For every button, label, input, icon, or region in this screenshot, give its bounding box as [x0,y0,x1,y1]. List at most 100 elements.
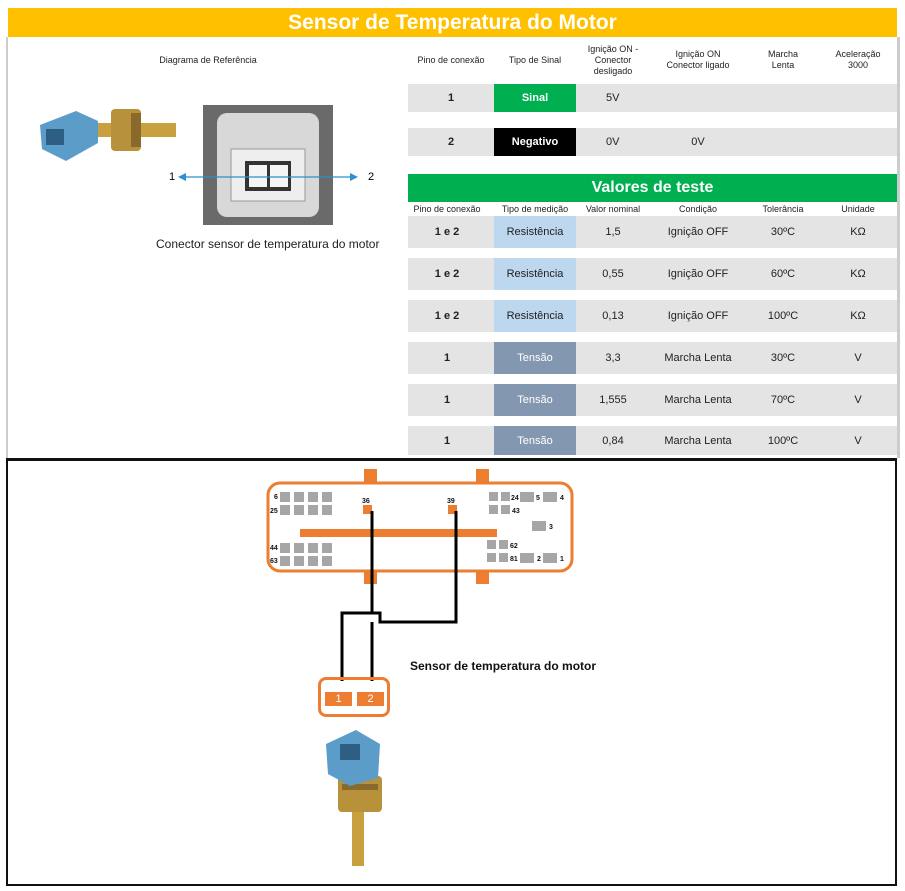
reference-diagram: 1 2 Conector sensor de temperatura do mo… [8,83,408,456]
pin-label: 6 [274,494,278,501]
pin-label: 24 [511,495,519,502]
sensor-connector: 1 2 [318,677,390,717]
condition-cell: Ignição OFF [667,268,729,280]
pin-cell: 1 e 2 [434,310,460,322]
signal-type-badge: Sinal [494,84,576,112]
wires [340,511,458,681]
unit-cell: KΩ [850,310,866,322]
pin-cell: 1 [443,434,451,447]
pin-label: 36 [362,498,370,505]
pin-cell: 1 [443,394,451,406]
tolerance-cell: 100ºC [767,434,799,447]
pin-label: 44 [270,545,278,552]
pin-label: 5 [536,495,540,502]
frame-border [6,37,8,458]
frame-border [897,37,900,458]
test-col-header: Unidade [841,204,875,214]
reference-caption: Conector sensor de temperatura do motor [156,237,380,251]
col-header: Ignição ON Conector ligado [666,49,730,70]
sensor-photo [326,730,382,866]
tolerance-cell: 100ºC [767,310,799,322]
value-cell [826,84,890,112]
test-col-header: Tipo de medição [501,204,569,214]
test-row: 1 Tensão 0,84 Marcha Lenta 100ºC V [408,426,897,455]
col-header: Tipo de Sinal [508,54,562,65]
value-cell [658,84,738,112]
condition-cell: Marcha Lenta [664,394,732,406]
test-col-header: Pino de conexão [413,204,481,214]
nominal-cell: 1,5 [605,226,621,238]
page-title: Sensor de Temperatura do Motor [8,8,897,37]
signal-row: 2 Negativo 0V 0V [408,128,897,156]
measurement-type-badge: Tensão [494,426,576,455]
tolerance-cell: 30ºC [770,352,796,364]
condition-cell: Ignição OFF [667,226,729,238]
condition-cell: Marcha Lenta [664,434,732,447]
pin-label: 25 [270,508,278,515]
unit-cell: KΩ [850,226,866,238]
pin-cell: 1 e 2 [434,226,460,238]
unit-cell: V [854,352,862,364]
tolerance-cell: 30ºC [770,226,796,238]
measurement-type-badge: Resistência [494,216,576,248]
measurement-type-badge: Resistência [494,258,576,290]
pin-cell: 1 [447,92,455,104]
pin-label: 39 [447,498,455,505]
sensor-photo [40,109,176,161]
pin-label: 81 [510,556,518,563]
test-col-header: Valor nominal [585,204,641,214]
tolerance-cell: 60ºC [770,268,796,280]
test-col-header: Condição [678,204,718,214]
value-cell: 0V [691,136,705,148]
col-header: Ignição ON - Conector desligado [587,43,639,76]
signal-type-badge: Negativo [494,128,576,156]
measurement-type-badge: Tensão [494,384,576,416]
test-row: 1 e 2 Resistência 0,55 Ignição OFF 60ºC KΩ [408,258,897,290]
wiring-diagram: 6 25 44 63 36 39 24 5 4 43 3 62 81 2 1 1… [6,458,897,886]
pin-label: 62 [510,543,518,550]
pin-label: 2 [368,171,375,183]
pin-label: 2 [537,556,541,563]
pin-label: 3 [549,524,553,531]
sensor-pin: 2 [357,692,384,706]
col-header: Marcha Lenta [767,49,798,70]
pin-cell: 1 e 2 [434,268,460,280]
unit-cell: V [854,434,862,447]
pin-label: 1 [560,556,564,563]
test-row: 1 e 2 Resistência 1,5 Ignição OFF 30ºC KΩ [408,216,897,248]
nominal-cell: 1,555 [599,394,627,406]
unit-cell: V [854,394,862,406]
test-row: 1 Tensão 3,3 Marcha Lenta 30ºC V [408,342,897,374]
pin-label: 1 [169,171,176,183]
value-cell [748,128,818,156]
pin-cell: 2 [447,136,455,148]
measurement-type-badge: Tensão [494,342,576,374]
nominal-cell: 0,84 [602,434,624,447]
nominal-cell: 3,3 [605,352,621,364]
measurement-type-badge: Resistência [494,300,576,332]
reference-header: Diagrama de Referência [159,54,257,65]
connector-photo [203,105,333,225]
sensor-pin: 1 [325,692,352,706]
condition-cell: Ignição OFF [667,310,729,322]
pin-arrow [178,173,358,181]
pin-label: 63 [270,558,278,565]
value-cell: 0V [606,136,620,148]
sensor-label: Sensor de temperatura do motor [410,659,597,673]
col-header: Pino de conexão [417,54,485,65]
test-col-header: Tolerância [762,204,804,214]
col-header: Aceleração 3000 [835,49,881,70]
value-cell [748,84,818,112]
pin-cell: 1 [443,352,451,364]
unit-cell: KΩ [850,268,866,280]
nominal-cell: 0,55 [602,268,624,280]
pin-label: 43 [512,508,520,515]
test-row: 1 Tensão 1,555 Marcha Lenta 70ºC V [408,384,897,416]
tolerance-cell: 70ºC [770,394,796,406]
value-cell [826,128,890,156]
pin-label: 4 [560,495,564,502]
condition-cell: Marcha Lenta [664,352,732,364]
signal-row: 1 Sinal 5V [408,84,897,112]
value-cell: 5V [606,92,620,104]
